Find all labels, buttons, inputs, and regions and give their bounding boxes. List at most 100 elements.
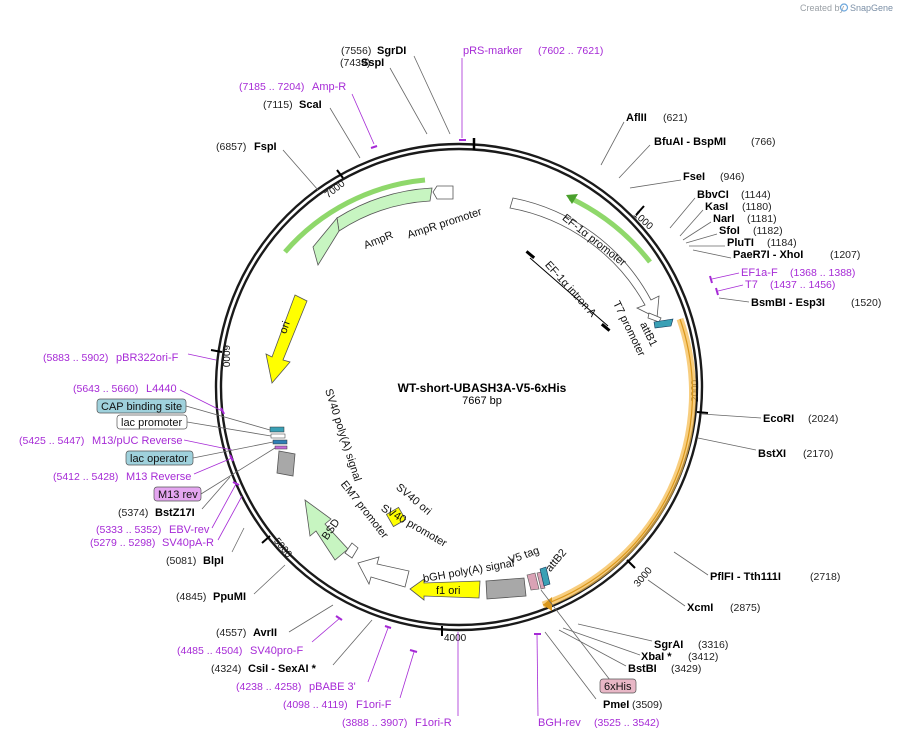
primer-prs-marker[interactable]: pRS-marker (7602 .. 7621) <box>459 45 603 141</box>
ampr-marker-body[interactable] <box>336 187 433 232</box>
primer-ef1a-f[interactable]: EF1a-F (1368 .. 1388) <box>709 267 855 284</box>
primer-t7[interactable]: T7 (1437 .. 1456) <box>715 279 835 296</box>
primer-m13-puc-reverse[interactable]: (5425 .. 5447) M13/pUC Reverse <box>19 435 233 451</box>
enzyme-avrii[interactable]: (4557) AvrII <box>216 604 334 639</box>
m13-rev-label[interactable]: M13 rev <box>153 447 276 502</box>
enzyme-fspi[interactable]: (6857) FspI <box>216 141 319 191</box>
ring-ticks <box>210 169 709 636</box>
cap-binding-site-feature[interactable] <box>269 426 285 433</box>
enzyme-aflii[interactable]: AflII (621) <box>600 112 688 166</box>
primer-f1ori-f[interactable]: (4098 .. 4119) F1ori-F <box>283 649 418 711</box>
sv40-ori-feature[interactable] <box>385 506 407 528</box>
enzyme-xcmi[interactable]: XcmI (2875) <box>647 579 760 614</box>
attb2-label: attB2 <box>544 547 570 574</box>
enzyme-bstxi[interactable]: BstXI (2170) <box>697 437 833 460</box>
lac-promoter-label[interactable]: lac promoter <box>116 414 272 437</box>
credit-brand[interactable]: SnapGene <box>850 3 893 13</box>
cap-binding-site-label[interactable]: CAP binding site <box>96 398 271 431</box>
enzyme-bfuai-bspmi[interactable]: BfuAI - BspMI (766) <box>618 136 776 179</box>
attb2-feature[interactable] <box>539 566 551 587</box>
enzyme-pos: (3412) <box>688 651 718 663</box>
enzyme-nari[interactable]: NarI (1181) <box>682 213 777 241</box>
enzyme-kasi[interactable]: KasI (1180) <box>679 201 772 237</box>
enzyme-name: BstZ17I <box>155 507 195 519</box>
primer-amp-r[interactable]: (7185 .. 7204) Amp-R <box>239 81 378 149</box>
primer-name: pRS-marker <box>463 45 523 57</box>
enzyme-name: PpuMI <box>213 591 246 603</box>
sv40-polya-feature[interactable] <box>276 450 296 477</box>
primer-pos: (4238 .. 4258) <box>236 681 301 693</box>
enzyme-fsei[interactable]: FseI (946) <box>629 171 745 189</box>
enzyme-sgrai[interactable]: SgrAI (3316) <box>577 623 728 651</box>
enzyme-xbai[interactable]: XbaI * (3412) <box>562 627 718 663</box>
primer-name: F1ori-R <box>415 717 452 729</box>
enzyme-name: CsiI - SexAI * <box>248 663 317 675</box>
enzyme-name: PmeI <box>603 699 629 711</box>
enzyme-pflfi-tth111i[interactable]: PflFI - Tth111I (2718) <box>673 551 840 583</box>
ampr-promoter-arrow[interactable] <box>432 185 454 200</box>
primer-pos: (3888 .. 3907) <box>342 717 407 729</box>
primer-sv40pro-f[interactable]: (4485 .. 4504) SV40pro-F <box>177 615 343 657</box>
primer-pos: (7602 .. 7621) <box>538 45 603 57</box>
enzyme-pos: (3316) <box>698 639 728 651</box>
enzyme-sfoi[interactable]: SfoI (1182) <box>685 225 783 244</box>
enzyme-blpi[interactable]: (5081) BlpI <box>166 527 245 567</box>
enzyme-ppumi[interactable]: (4845) PpuMI <box>176 564 286 603</box>
primer-pbabe-3[interactable]: (4238 .. 4258) pBABE 3' <box>236 625 392 693</box>
enzyme-ecori[interactable]: EcoRI (2024) <box>701 413 838 425</box>
enzyme-name: BstXI <box>758 448 786 460</box>
v5-tag-feature[interactable] <box>526 572 540 591</box>
enzyme-name: NarI <box>713 213 734 225</box>
primer-l4440[interactable]: (5643 .. 5660) L4440 <box>73 383 225 415</box>
primer-name: pBR322ori-F <box>116 352 179 364</box>
ori-label: ori <box>277 320 292 336</box>
primer-bgh-rev[interactable]: BGH-rev (3525 .. 3542) <box>534 633 659 729</box>
m13-rev-feature[interactable] <box>274 445 288 450</box>
enzyme-bstbi[interactable]: BstBI (3429) <box>558 629 701 675</box>
his-tag-label[interactable]: 6xHis <box>540 589 637 694</box>
backbone-outer-ring <box>214 142 704 632</box>
lac-operator-feature[interactable] <box>272 439 288 445</box>
enzyme-scai[interactable]: (7115) ScaI <box>263 99 361 159</box>
enzyme-paer7i-xhoi[interactable]: PaeR7I - XhoI (1207) <box>692 249 860 261</box>
sv40-promoter-arrow[interactable] <box>357 556 410 588</box>
attb1-feature[interactable] <box>653 318 674 329</box>
enzyme-pos: (1182) <box>753 225 783 237</box>
primer-pbr322ori-f[interactable]: (5883 .. 5902) pBR322ori-F <box>43 352 217 364</box>
f1-ori-feature[interactable] <box>409 578 481 601</box>
primer-pos: (5643 .. 5660) <box>73 383 138 395</box>
enzyme-bbvci[interactable]: BbvCI (1144) <box>669 189 771 229</box>
his-tag-feature[interactable] <box>536 571 546 590</box>
enzyme-pos: (7439) <box>340 57 370 69</box>
enzyme-csii-sexai[interactable]: (4324) CsiI - SexAI * <box>211 619 373 675</box>
primer-sv40pa-r[interactable]: (5279 .. 5298) SV40pA-R <box>90 495 243 549</box>
bsd-marker[interactable] <box>304 499 349 561</box>
lac-promoter-feature[interactable] <box>270 433 286 439</box>
primer-m13-reverse[interactable]: (5412 .. 5428) M13 Reverse <box>53 454 234 483</box>
lac-operator-text: lac operator <box>130 453 188 465</box>
enzyme-pos: (2170) <box>803 448 833 460</box>
em7-promoter-arrow[interactable] <box>344 542 359 559</box>
ampr-label: AmpR <box>362 229 395 252</box>
enzyme-bstz17i[interactable]: (5374) BstZ17I <box>118 476 231 519</box>
sv40-promoter-label: SV40 promoter <box>379 502 449 550</box>
enzyme-pmei[interactable]: PmeI (3509) <box>544 631 662 711</box>
enzyme-sgrdi[interactable]: (7556) SgrDI <box>341 45 451 135</box>
primer-ebv-rev[interactable]: (5333 .. 5352) EBV-rev <box>96 481 240 536</box>
primer-pos: (5333 .. 5352) <box>96 524 161 536</box>
enzyme-bsmbi-esp3i[interactable]: BsmBI - Esp3I (1520) <box>718 297 881 309</box>
enzyme-pos: (1144) <box>741 189 771 201</box>
lac-operator-label[interactable]: lac operator <box>125 441 274 466</box>
ori-feature[interactable] <box>265 294 308 384</box>
snapgene-logo-icon <box>839 3 849 12</box>
primer-name: Amp-R <box>312 81 346 93</box>
enzyme-pos: (4324) <box>211 663 241 675</box>
primer-name: T7 <box>745 279 758 291</box>
enzyme-name: EcoRI <box>763 413 794 425</box>
primer-pos: (1437 .. 1456) <box>770 279 835 291</box>
primer-f1ori-r[interactable]: (3888 .. 3907) F1ori-R <box>342 632 459 729</box>
enzyme-pluti[interactable]: PluTI (1184) <box>689 237 797 249</box>
enzyme-sspi[interactable]: (7439) SspI <box>340 57 428 135</box>
bgh-polya-feature[interactable] <box>485 577 527 600</box>
